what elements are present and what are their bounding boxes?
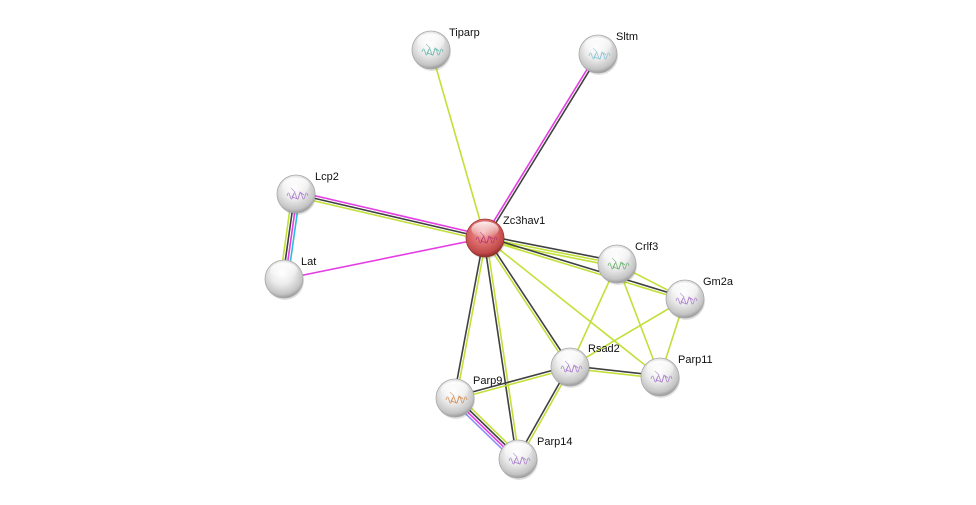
node-label: Parp9: [473, 375, 502, 387]
node-lcp2[interactable]: Lcp2: [276, 171, 339, 215]
sphere-highlight: [471, 221, 499, 238]
sphere-highlight: [441, 381, 469, 398]
node-sltm[interactable]: Sltm: [578, 31, 638, 75]
edge-line-experiments: [483, 52, 598, 238]
node-label: Gm2a: [703, 276, 734, 288]
sphere-highlight: [282, 177, 310, 194]
node-parp9[interactable]: Parp9: [435, 375, 502, 419]
node-label: Crlf3: [635, 241, 658, 253]
edge-zc3hav1-rsad2[interactable]: [483, 236, 572, 369]
node-label: Rsad2: [588, 343, 620, 355]
node-label: Zc3hav1: [503, 215, 545, 227]
edge-line-coexpression: [482, 238, 518, 460]
node-parp11[interactable]: Parp11: [640, 354, 713, 398]
edge-zc3hav1-parp11[interactable]: [484, 237, 661, 378]
edge-zc3hav1-parp9[interactable]: [452, 237, 488, 399]
sphere-highlight: [270, 262, 298, 279]
edge-zc3hav1-sltm[interactable]: [483, 52, 600, 240]
node-label: Sltm: [616, 31, 638, 43]
edge-zc3hav1-tiparp[interactable]: [430, 49, 486, 239]
node-parp14[interactable]: Parp14: [498, 436, 572, 480]
edge-line-coexpression: [485, 235, 686, 299]
edge-line-coexpression: [295, 193, 486, 239]
edge-zc3hav1-lcp2[interactable]: [295, 190, 486, 242]
edge-line-textmining: [483, 238, 570, 369]
node-rsad2[interactable]: Rsad2: [550, 343, 620, 388]
node-crlf3[interactable]: Crlf3: [597, 241, 658, 285]
edge-crlf3-parp11[interactable]: [616, 263, 661, 378]
sphere-highlight: [584, 37, 612, 54]
edge-line-coexpression: [485, 236, 572, 367]
edge-line-coexpression: [452, 237, 485, 398]
edge-zc3hav1-crlf3[interactable]: [484, 234, 618, 268]
edge-zc3hav1-lat[interactable]: [283, 237, 486, 280]
edge-zc3hav1-gm2a[interactable]: [484, 235, 686, 302]
edge-line-textmining: [484, 239, 617, 268]
edge-line-textmining: [484, 237, 618, 265]
edge-line-coexpression: [454, 364, 570, 398]
edge-line-textmining: [485, 237, 521, 459]
edge-line-experiments: [296, 190, 486, 237]
sphere-highlight: [556, 350, 584, 367]
edge-zc3hav1-parp14[interactable]: [482, 237, 521, 460]
node-label: Lcp2: [315, 171, 339, 183]
sphere-highlight: [646, 360, 674, 377]
sphere-highlight: [417, 33, 445, 50]
sphere-highlight: [504, 442, 532, 459]
node-label: Parp14: [537, 436, 572, 448]
edge-line-textmining: [484, 238, 685, 302]
edge-line-experiments: [283, 237, 486, 280]
edge-line-textmining: [430, 49, 486, 239]
edge-rsad2-parp9[interactable]: [454, 364, 571, 401]
node-label: Tiparp: [449, 27, 480, 39]
edge-line-coexpression: [485, 234, 618, 263]
sphere-highlight: [603, 247, 631, 264]
node-tiparp[interactable]: Tiparp: [411, 27, 480, 71]
edge-line-coexpression: [485, 54, 600, 240]
node-lat[interactable]: Lat: [264, 256, 316, 300]
node-label: Lat: [301, 256, 316, 268]
edge-gm2a-rsad2[interactable]: [569, 298, 686, 368]
edge-line-textmining: [484, 237, 661, 378]
node-gm2a[interactable]: Gm2a: [665, 276, 734, 320]
edge-line-textmining: [455, 367, 571, 401]
node-zc3hav1[interactable]: Zc3hav1: [465, 215, 545, 259]
edge-line-textmining: [455, 238, 488, 399]
edge-line-textmining: [616, 263, 661, 378]
edge-line-textmining: [569, 298, 686, 368]
node-label: Parp11: [678, 354, 713, 366]
sphere-highlight: [671, 282, 699, 299]
edge-line-textmining: [295, 195, 485, 242]
